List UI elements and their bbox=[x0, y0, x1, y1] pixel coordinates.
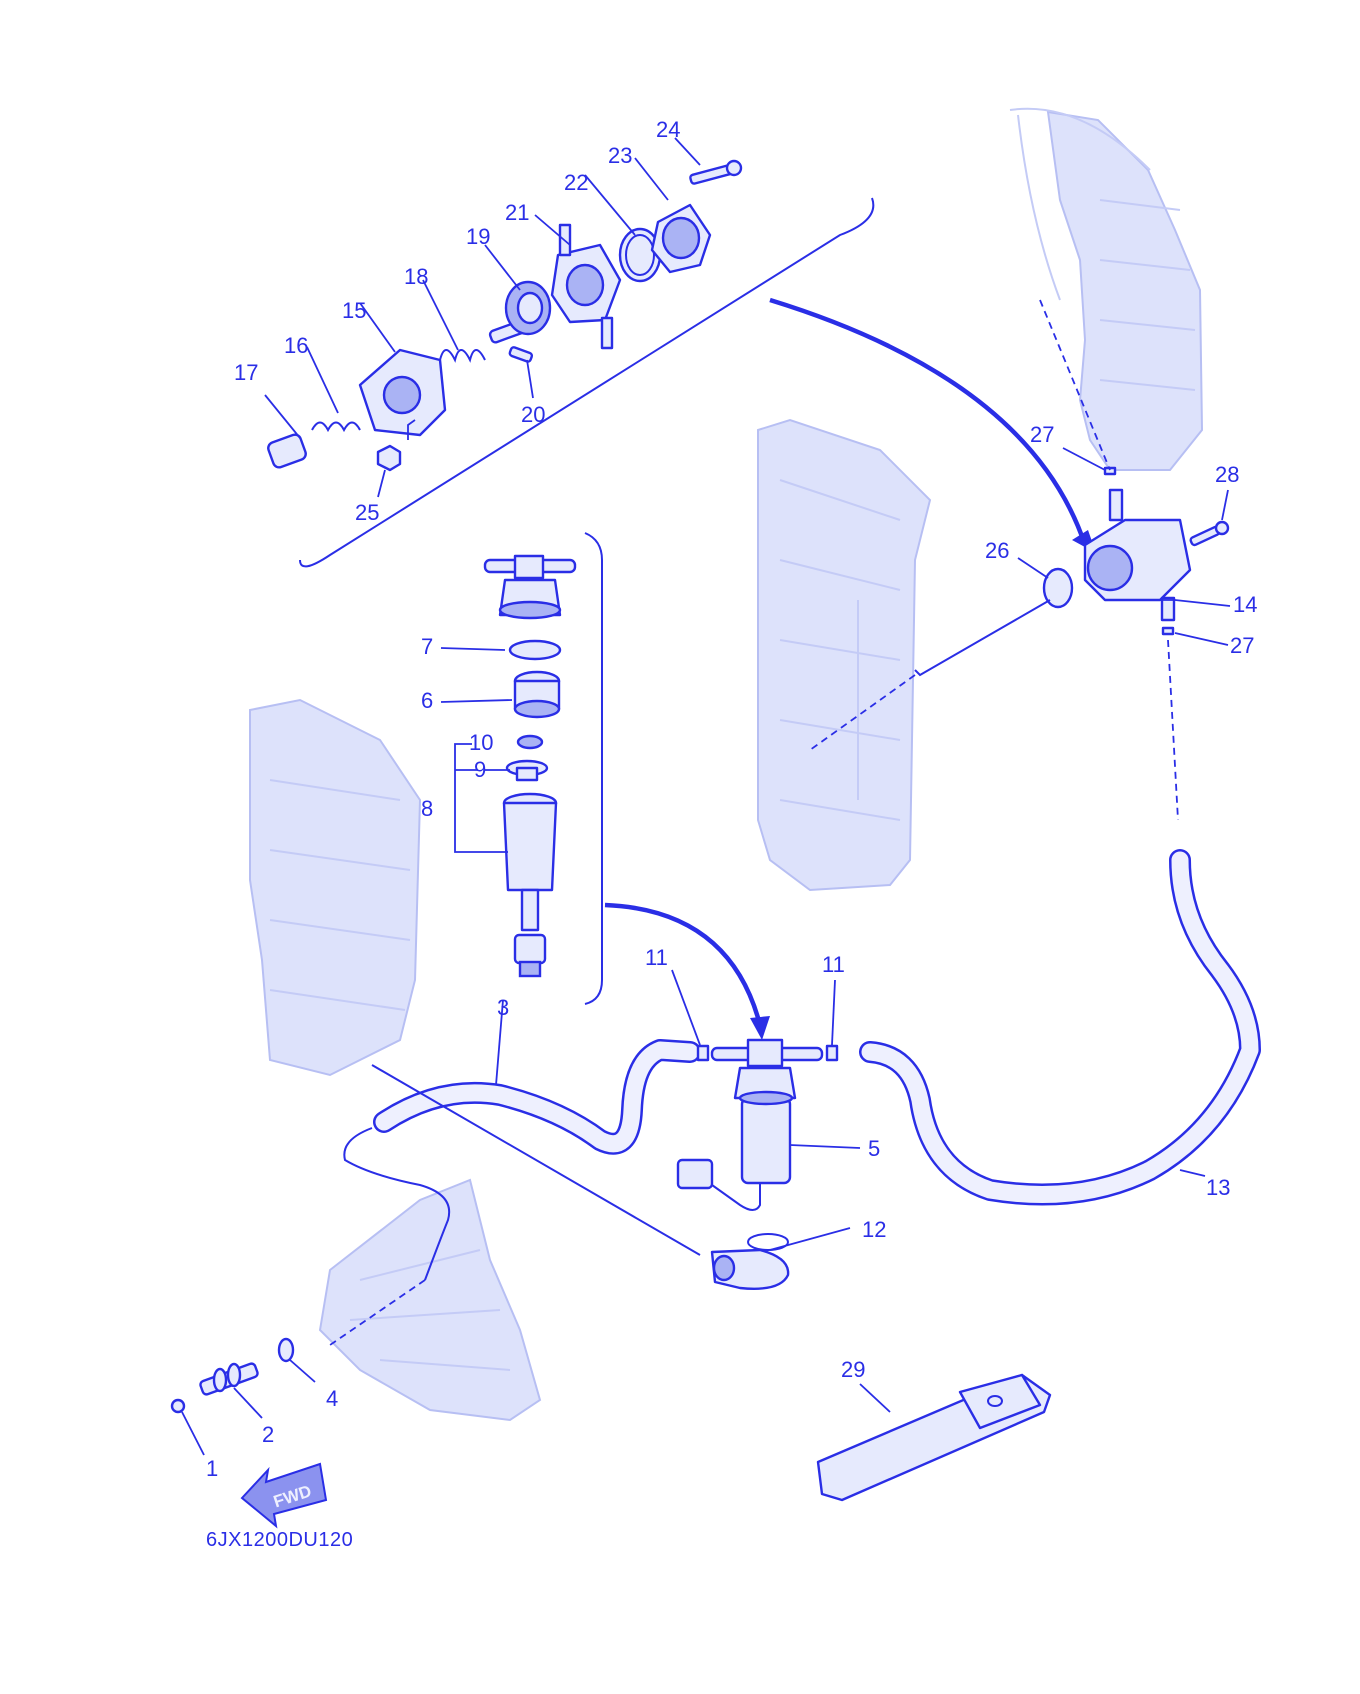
drawing-code: 6JX1200DU120 bbox=[206, 1529, 353, 1551]
part-6-element bbox=[513, 670, 561, 719]
part-16-spring bbox=[311, 421, 361, 433]
callout-28: 28 bbox=[1215, 462, 1239, 487]
callout-22: 22 bbox=[564, 170, 588, 195]
arrow-filter-inset-to-filter bbox=[604, 902, 763, 1026]
part-19-diaphragm bbox=[488, 280, 552, 344]
callout-5: 5 bbox=[868, 1136, 880, 1161]
part-3-hose bbox=[373, 1039, 701, 1155]
part-2-joint bbox=[199, 1362, 259, 1396]
part-15-pump-body bbox=[358, 348, 447, 437]
inset-bracket-fuel-pump bbox=[299, 197, 875, 568]
callout-29: 29 bbox=[841, 1357, 865, 1382]
callout-14: 14 bbox=[1233, 592, 1257, 617]
callout-1: 1 bbox=[206, 1456, 218, 1481]
ghost-engine-block-upper-right bbox=[1009, 107, 1204, 471]
part-26-oring bbox=[1042, 567, 1074, 609]
ghost-engine-housing-lower bbox=[318, 1178, 542, 1422]
part-12-bracket bbox=[710, 1233, 790, 1290]
part-9-plug bbox=[505, 759, 549, 782]
part-11-clip-right bbox=[825, 1044, 839, 1062]
part-8-bowl bbox=[502, 792, 558, 978]
part-27-clip-lower bbox=[1161, 626, 1175, 636]
callout-25: 25 bbox=[355, 500, 379, 525]
part-4-oring bbox=[277, 1337, 295, 1363]
part-11-clip-left bbox=[696, 1044, 710, 1062]
part-28-bolt bbox=[1189, 520, 1230, 547]
callout-23: 23 bbox=[608, 143, 632, 168]
callout-10: 10 bbox=[469, 730, 493, 755]
callout-18: 18 bbox=[404, 264, 428, 289]
callout-21: 21 bbox=[505, 200, 529, 225]
part-25-nut bbox=[376, 444, 402, 472]
callout-27-lower: 27 bbox=[1230, 633, 1254, 658]
callout-11-right: 11 bbox=[822, 952, 845, 977]
callout-11-left: 11 bbox=[645, 945, 668, 970]
part-17-sleeve bbox=[267, 433, 307, 469]
part-22-gasket bbox=[618, 227, 662, 283]
filter-head bbox=[483, 554, 577, 620]
callout-17: 17 bbox=[234, 360, 258, 385]
part-14-fuel-pump bbox=[1083, 488, 1192, 622]
callout-16: 16 bbox=[284, 333, 308, 358]
callout-7: 7 bbox=[421, 634, 433, 659]
inset-bracket-fuel-filter bbox=[584, 532, 603, 1005]
callout-20: 20 bbox=[521, 402, 545, 427]
part-24-screw bbox=[689, 159, 743, 185]
callout-27-upper: 27 bbox=[1030, 422, 1054, 447]
part-7-oring bbox=[508, 639, 562, 661]
part-5-fuel-filter bbox=[676, 1038, 824, 1211]
callout-8: 8 bbox=[421, 796, 433, 821]
callout-15: 15 bbox=[342, 298, 366, 323]
callout-13: 13 bbox=[1206, 1175, 1230, 1200]
ghost-engine-block-center bbox=[757, 418, 932, 892]
callout-24: 24 bbox=[656, 117, 680, 142]
part-13-hose bbox=[859, 849, 1261, 1206]
part-1-screw bbox=[170, 1398, 186, 1414]
callout-3: 3 bbox=[497, 995, 509, 1020]
part-29-tool-pouch bbox=[816, 1373, 1052, 1502]
callout-9: 9 bbox=[474, 757, 486, 782]
part-23-cap bbox=[650, 203, 712, 274]
callout-2: 2 bbox=[262, 1422, 274, 1447]
callout-4: 4 bbox=[326, 1386, 338, 1411]
part-18-spring bbox=[439, 349, 486, 363]
arrow-pump-inset-to-pump bbox=[769, 297, 1088, 546]
callout-19: 19 bbox=[466, 224, 490, 249]
part-10-washer bbox=[516, 734, 544, 750]
fwd-direction-arrow: FWD bbox=[240, 1462, 328, 1529]
ghost-engine-block-left bbox=[249, 698, 422, 1077]
part-20-pin bbox=[508, 346, 534, 363]
callout-6: 6 bbox=[421, 688, 433, 713]
callout-26: 26 bbox=[985, 538, 1009, 563]
callout-12: 12 bbox=[862, 1217, 886, 1242]
part-21-pump-cover bbox=[550, 223, 622, 350]
